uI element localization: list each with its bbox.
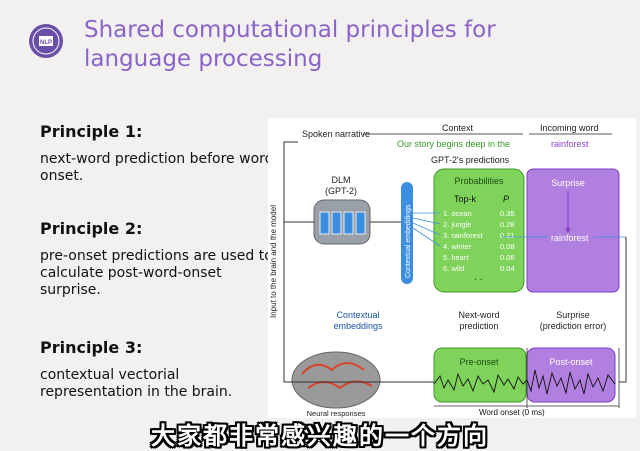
topk-word: 3. rainforest [443, 231, 484, 240]
principle-3-text: contextual vectorial representation in t… [40, 367, 275, 401]
model-diagram: Spoken narrative Context Incoming word O… [268, 118, 636, 418]
topk-word: 4. winter [443, 242, 472, 251]
dlm-layer-3 [344, 212, 353, 234]
pre-onset-label: Pre-onset [459, 357, 499, 367]
dlm-layer-4 [356, 212, 365, 234]
spoken-narrative-label: Spoken narrative [302, 129, 370, 139]
context-sentence: Our story begins deep in the [397, 139, 510, 149]
prediction-label: prediction [459, 321, 498, 331]
surprise-word: rainforest [551, 233, 589, 243]
contextual-embeddings-vertical-label: Contextual embeddings [405, 204, 412, 278]
slide-title: Shared computational principles for lang… [84, 16, 604, 74]
topk-word: 5. heart [443, 253, 469, 262]
topk-prob: 0.06 [500, 253, 515, 262]
dlm-layer-2 [332, 212, 341, 234]
incoming-word: rainforest [551, 139, 589, 149]
topk-word: 2. jungle [443, 220, 471, 229]
topk-prob: 0.21 [500, 231, 515, 240]
contextual-label: Contextual [336, 310, 379, 320]
topk-prob: 0.04 [500, 264, 515, 273]
principle-2-text: pre-onset predictions are used to calcul… [40, 248, 275, 299]
list-ellipsis: · · [474, 274, 483, 284]
surprise-label: Surprise [551, 178, 585, 188]
prediction-error-label: (prediction error) [540, 321, 607, 331]
topk-label: Top-k [454, 194, 477, 204]
p-label: P [503, 194, 509, 204]
principle-1-text: next-word prediction before word onset. [40, 151, 275, 185]
topk-prob: 0.35 [500, 209, 515, 218]
post-onset-label: Post-onset [549, 357, 593, 367]
video-subtitle: 大家都非常感兴趣的一个方向 [0, 416, 640, 451]
principle-2-heading: Principle 2: [40, 219, 142, 238]
svg-text:NLP: NLP [40, 40, 52, 46]
principle-1-heading: Principle 1: [40, 122, 142, 141]
gpt2-predictions-label: GPT-2's predictions [431, 155, 510, 165]
dlm-layer-1 [320, 212, 329, 234]
dlm-label: DLM [331, 175, 350, 185]
university-logo: NLP [28, 23, 64, 59]
brain-image [292, 352, 380, 408]
principle-3-heading: Principle 3: [40, 338, 142, 357]
topk-prob: 0.08 [500, 242, 515, 251]
context-label: Context [442, 123, 474, 133]
topk-prob: 0.28 [500, 220, 515, 229]
probabilities-label: Probabilities [454, 176, 504, 186]
incoming-word-label: Incoming word [540, 123, 599, 133]
dlm-sublabel: (GPT-2) [325, 186, 357, 196]
embeddings-label: embeddings [333, 321, 383, 331]
topk-word: 1. ocean [443, 209, 472, 218]
surprise-bottom-label: Surprise [556, 310, 590, 320]
input-vertical-label: Input to the brain and the model [269, 205, 278, 318]
topk-word: 6. wild [443, 264, 464, 273]
next-word-label: Next-word [458, 310, 499, 320]
